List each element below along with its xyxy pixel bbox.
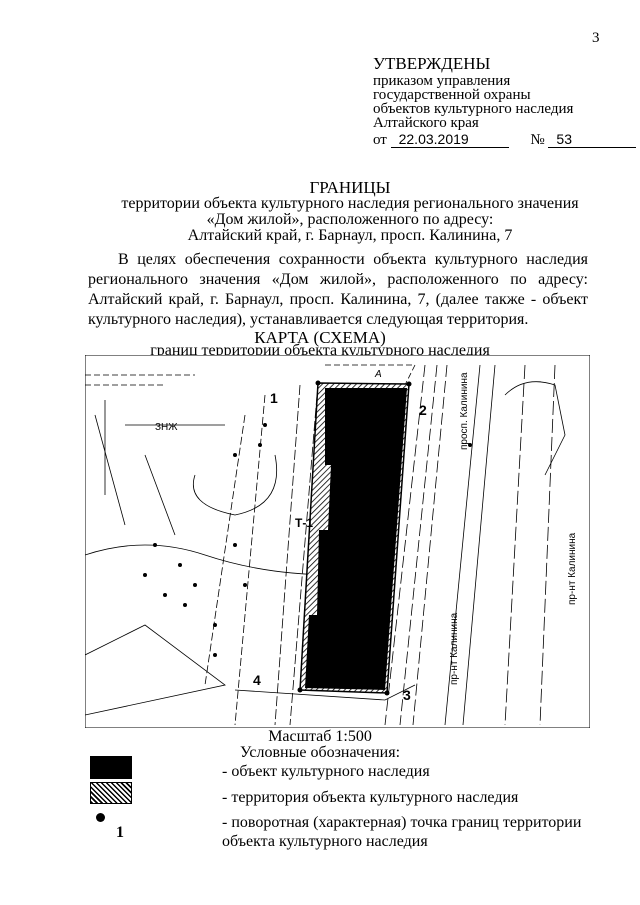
legend-title: Условные обозначения: [239, 744, 401, 761]
point-label: Т-1 [295, 516, 313, 530]
point-label: 4 [253, 672, 261, 688]
map-title: КАРТА (СХЕМА) [254, 328, 386, 347]
approval-heading: УТВЕРЖДЕНЫ [373, 54, 491, 73]
legend-item-object: - объект культурного наследия [222, 763, 430, 780]
approval-line: государственной охраны [373, 87, 531, 103]
order-date: 22.03.2019 [390, 131, 509, 148]
approval-line: приказом управления [373, 73, 511, 89]
legend-swatch-territory [90, 782, 132, 804]
body-paragraph: В целях обеспечения сохранности объекта … [88, 251, 588, 328]
point-label: 1 [270, 390, 278, 406]
page-number: 3 [592, 30, 600, 46]
point-label: 2 [419, 402, 427, 418]
document-title: ГРАНИЦЫ территории объекта культурного н… [121, 178, 579, 244]
legend-swatch-object [90, 756, 132, 779]
site-map: 1 2 3 4 Т-1 А просп. Калинина пр-нт Кали… [85, 355, 590, 728]
approval-line: объектов культурного наследия [373, 101, 574, 117]
order-number: 53 [548, 131, 637, 148]
legend-point-icon [96, 813, 105, 822]
map-scale: Масштаб 1:500 [268, 728, 372, 745]
legend-item-point: - поворотная (характерная) точка границ … [222, 814, 582, 850]
street-label: просп. Калинина [459, 372, 470, 450]
approval-line: Алтайского края [373, 115, 479, 131]
point-label: 3 [403, 687, 411, 703]
street-label: пр-нт Калинина [449, 612, 460, 685]
order-date-number: от 22.03.2019 № 53 [373, 131, 637, 149]
street-label: пр-нт Калинина [567, 532, 578, 605]
legend-point-number: 1 [116, 824, 124, 841]
legend-item-territory: - территория объекта культурного наследи… [222, 789, 519, 806]
street-label: ЗНЖ [155, 422, 178, 433]
point-label: А [374, 369, 382, 380]
